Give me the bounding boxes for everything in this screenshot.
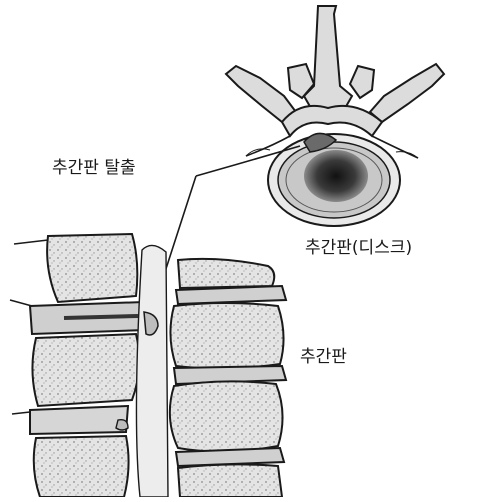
disc-anterior-3 [176, 448, 284, 466]
left-transverse-process [226, 66, 296, 122]
herniation-label: 추간판 탈출 [52, 160, 136, 177]
vertebra-anterior-3 [178, 464, 282, 497]
vertebra-anterior-top [178, 259, 274, 288]
lamina-arch [282, 106, 382, 136]
disc-anterior-1 [176, 286, 286, 304]
disc-lower-left [30, 406, 128, 434]
vertebra-middle-left [32, 334, 139, 406]
spinous-process [304, 6, 352, 110]
axial-vertebra [226, 6, 444, 226]
vertebra-upper-left [47, 234, 137, 302]
spinal-canal [136, 245, 168, 497]
right-articular-process [350, 66, 374, 98]
vertebra-lower-left [34, 436, 129, 497]
nucleus-pulposus [304, 150, 368, 202]
intervertebral-disc-label: 추간판 [300, 349, 347, 366]
vertebra-anterior-2 [170, 381, 283, 451]
right-transverse-process [370, 64, 444, 122]
vertebra-anterior-1 [170, 303, 283, 369]
disc-label: 추간판(디스크) [305, 240, 412, 257]
sagittal-spine [10, 234, 286, 497]
